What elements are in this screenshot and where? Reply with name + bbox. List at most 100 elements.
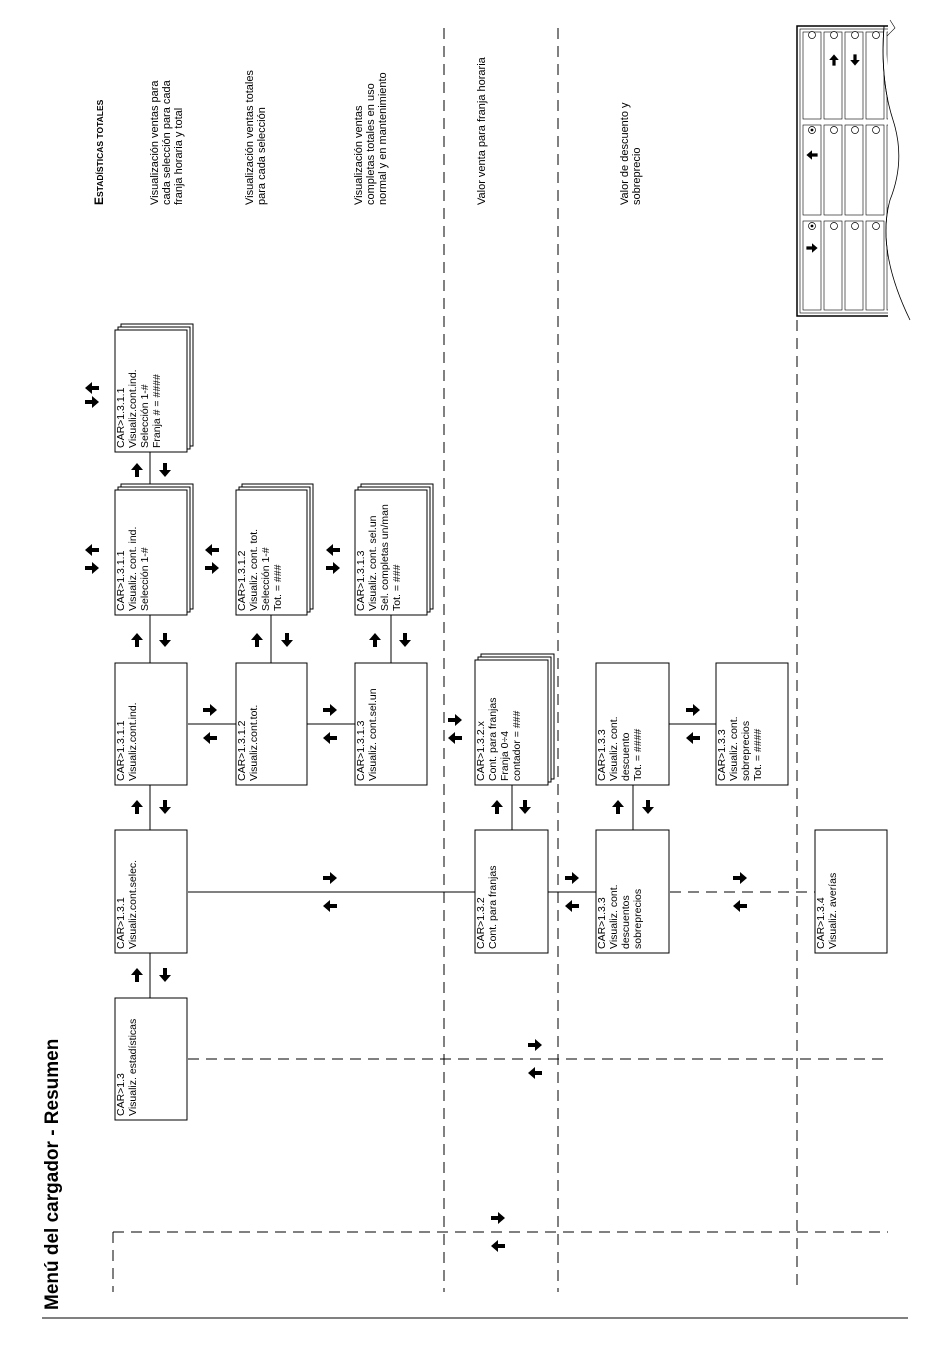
arrow-right-icon [733,872,747,884]
note-line: sobreprecio [631,148,643,205]
note-line: normal y en mantenimiento [377,72,389,205]
menu-box-line: CAR>1.3.3 [596,897,608,949]
arrow-right-icon [686,704,700,716]
arrow-up-icon [251,633,263,647]
arrow-up-icon [131,968,143,982]
arrow-down-icon [399,633,411,647]
arrow-right-icon [203,704,217,716]
arrow-left-icon [85,382,99,394]
menu-box-line: CAR>1.3.4 [815,897,827,949]
arrow-left-icon [528,1067,542,1079]
menu-box-line: sobreprecios [632,889,644,949]
menu-box-line: CAR>1.3.1 [115,897,127,949]
arrow-down-icon [159,633,171,647]
arrow-left-icon [686,732,700,744]
menu-box-line: CAR>1.3.1.1 [115,720,127,781]
menu-box-line: Visualiz.cont.tot. [248,705,260,781]
arrow-up-icon [131,800,143,814]
menu-box-line: Visualiz. cont. [608,884,620,949]
menu-box-line: CAR>1.3.2.x [475,720,487,781]
menu-box-line: CAR>1.3.3 [716,729,728,781]
menu-box-line: Cont. para franjas [487,698,499,781]
arrow-down-icon [159,968,171,982]
arrow-right-icon [85,396,99,408]
menu-box-line: Cont. para franjas [487,866,499,949]
menu-box-line: sobreprecios [740,721,752,781]
menu-box-line: Visualiz. averías [827,873,839,949]
arrow-down-icon [642,800,654,814]
menu-box-line: contador = ### [511,710,523,781]
note-line: Valor venta para franja horaria [476,56,488,205]
arrow-down-icon [281,633,293,647]
note-line: Visualización ventas para [149,80,161,205]
arrow-right-icon [565,872,579,884]
arrow-right-icon [205,562,219,574]
menu-box-line: Selección 1-# [139,547,151,611]
arrow-right-icon [323,704,337,716]
arrow-left-icon [323,732,337,744]
arrow-left-icon [203,732,217,744]
arrow-right-icon [491,1212,505,1224]
arrow-up-icon [612,800,624,814]
menu-box-line: Tot. = #### [752,729,764,781]
arrow-right-icon [448,714,462,726]
arrow-left-icon [491,1240,505,1252]
menu-box-line: CAR>1.3.1.1 [115,550,127,611]
arrow-left-icon [205,544,219,556]
menu-box-line: Visualiz. cont. [608,716,620,781]
menu-box-line: Visualiz. cont. tot. [248,529,260,611]
menu-box-line: Visualiz.cont.selec. [127,860,139,949]
section-heading: ESTADÍSTICAS TOTALES [92,99,106,205]
note-line: completas totales en uso [365,83,377,205]
menu-box-line: Visualiz. estadísticas [127,1019,139,1116]
arrow-left-icon [448,732,462,744]
note-line: para cada selección [256,107,268,205]
arrow-left-icon [326,544,340,556]
arrow-right-icon [528,1039,542,1051]
note-line: cada selección para cada [161,79,173,205]
page-title: Menú del cargador - Resumen [42,1039,63,1310]
note-line: Visualización ventas totales [244,70,256,205]
arrow-up-icon [131,633,143,647]
arrow-left-icon [565,900,579,912]
menu-box-line: Tot. = ### [391,564,403,611]
menu-box-line: Visualiz. cont.sel.un [367,688,379,781]
connector-lines [149,452,716,998]
menu-box-line: CAR>1.3.2 [475,897,487,949]
arrow-up-icon [491,800,503,814]
arrow-up-icon [131,463,143,477]
menu-box-line: Visualiz.cont.ind. [127,702,139,781]
note-line: Visualización ventas [353,105,365,205]
horizontal-dashed-lines [113,891,888,1233]
menu-box-line: Selección 1-# [139,384,151,448]
menu-box-line: CAR>1.3.1.2 [236,720,248,781]
arrow-down-icon [159,800,171,814]
menu-box-line: Franja 0÷4 [499,731,511,781]
menu-box-line: Tot. = ### [272,564,284,611]
menu-box-line: Visualiz. cont. sel.un [367,515,379,611]
arrow-down-icon [159,463,171,477]
arrow-down-icon [519,800,531,814]
menu-box-line: CAR>1.3.1.1 [115,387,127,448]
menu-box-line: Franja # = #### [151,374,163,448]
menu-box-line: Visualiz. cont. ind. [127,527,139,611]
arrow-right-icon [326,562,340,574]
